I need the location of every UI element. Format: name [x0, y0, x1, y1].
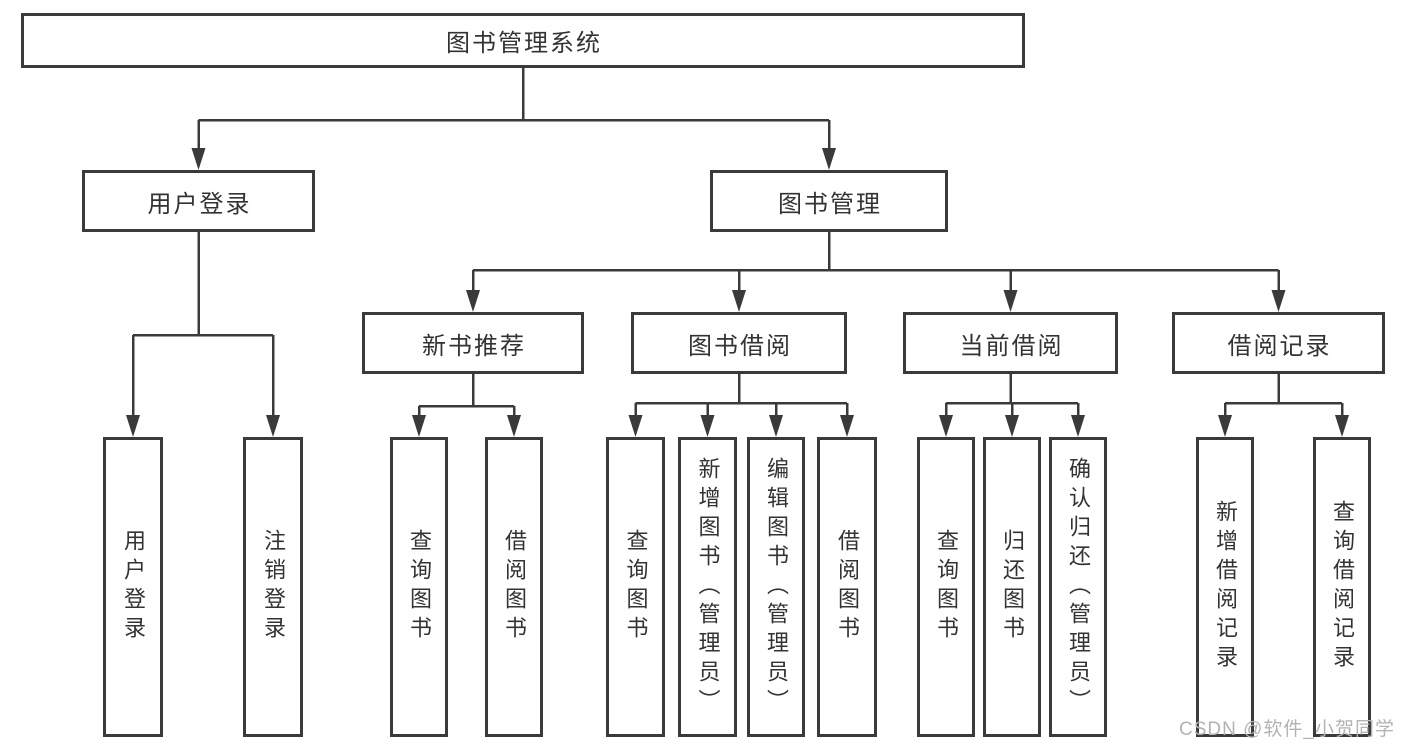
arrow-to-book-mgmt: [822, 148, 836, 170]
arrow-to-confirm-return: [1071, 415, 1085, 437]
arrow-to-query-books-3: [939, 415, 953, 437]
node-leaf-add-borrow-record: 新增借阅记录: [1196, 437, 1254, 737]
arrow-to-edit-book: [769, 415, 783, 437]
node-leaf-logout: 注销登录: [243, 437, 303, 737]
edge-book-borrow-subtree: [628, 374, 854, 437]
node-current-borrow: 当前借阅: [903, 312, 1118, 374]
node-new-book-rec: 新书推荐: [362, 312, 584, 374]
node-book-mgmt-branch: 图书管理: [710, 170, 948, 232]
edge-login-subtree: [126, 232, 280, 437]
edge-current-borrow-subtree: [939, 374, 1085, 437]
node-leaf-query-books-3: 查询图书: [917, 437, 975, 737]
node-book-borrow: 图书借阅: [631, 312, 847, 374]
arrow-to-borrow-books-2: [840, 415, 854, 437]
edge-root-splitter: [191, 68, 836, 170]
arrow-to-leaf-logout: [266, 415, 280, 437]
arrow-to-query-borrow-record: [1335, 415, 1349, 437]
node-leaf-query-books-2: 查询图书: [606, 437, 665, 737]
node-leaf-add-book-admin: 新增图书（管理员）: [678, 437, 737, 737]
csdn-watermark: CSDN @软件_小贺同学: [1179, 719, 1395, 740]
arrow-to-query-books-1: [412, 415, 426, 437]
arrow-to-new-book-rec: [466, 290, 480, 312]
node-leaf-borrow-books-2: 借阅图书: [817, 437, 877, 737]
arrow-to-leaf-user-login: [126, 415, 140, 437]
arrow-to-borrow-records: [1271, 290, 1286, 312]
edge-mgmt-splitter: [466, 232, 1286, 312]
arrow-to-return-book: [1005, 415, 1019, 437]
node-leaf-borrow-books-1: 借阅图书: [485, 437, 543, 737]
edge-new-book-rec-subtree: [412, 374, 521, 437]
arrow-to-add-borrow-record: [1218, 415, 1232, 437]
node-user-login-branch: 用户登录: [82, 170, 315, 232]
edge-borrow-records-subtree: [1218, 374, 1349, 437]
arrow-to-user-login: [191, 148, 206, 170]
node-leaf-edit-book-admin: 编辑图书（管理员）: [747, 437, 805, 737]
arrow-to-book-borrow: [732, 290, 746, 312]
arrow-to-borrow-books-1: [507, 415, 521, 437]
node-leaf-user-login: 用户登录: [103, 437, 163, 737]
node-leaf-query-books-1: 查询图书: [390, 437, 448, 737]
arrow-to-query-books-2: [628, 415, 643, 437]
node-leaf-confirm-return-admin: 确认归还（管理员）: [1049, 437, 1107, 737]
node-borrow-records: 借阅记录: [1172, 312, 1385, 374]
arrow-to-add-book: [700, 415, 715, 437]
node-leaf-query-borrow-record: 查询借阅记录: [1313, 437, 1371, 737]
node-leaf-return-book: 归还图书: [983, 437, 1041, 737]
arrow-to-current-borrow: [1003, 290, 1018, 312]
node-library-system: 图书管理系统: [21, 13, 1025, 68]
